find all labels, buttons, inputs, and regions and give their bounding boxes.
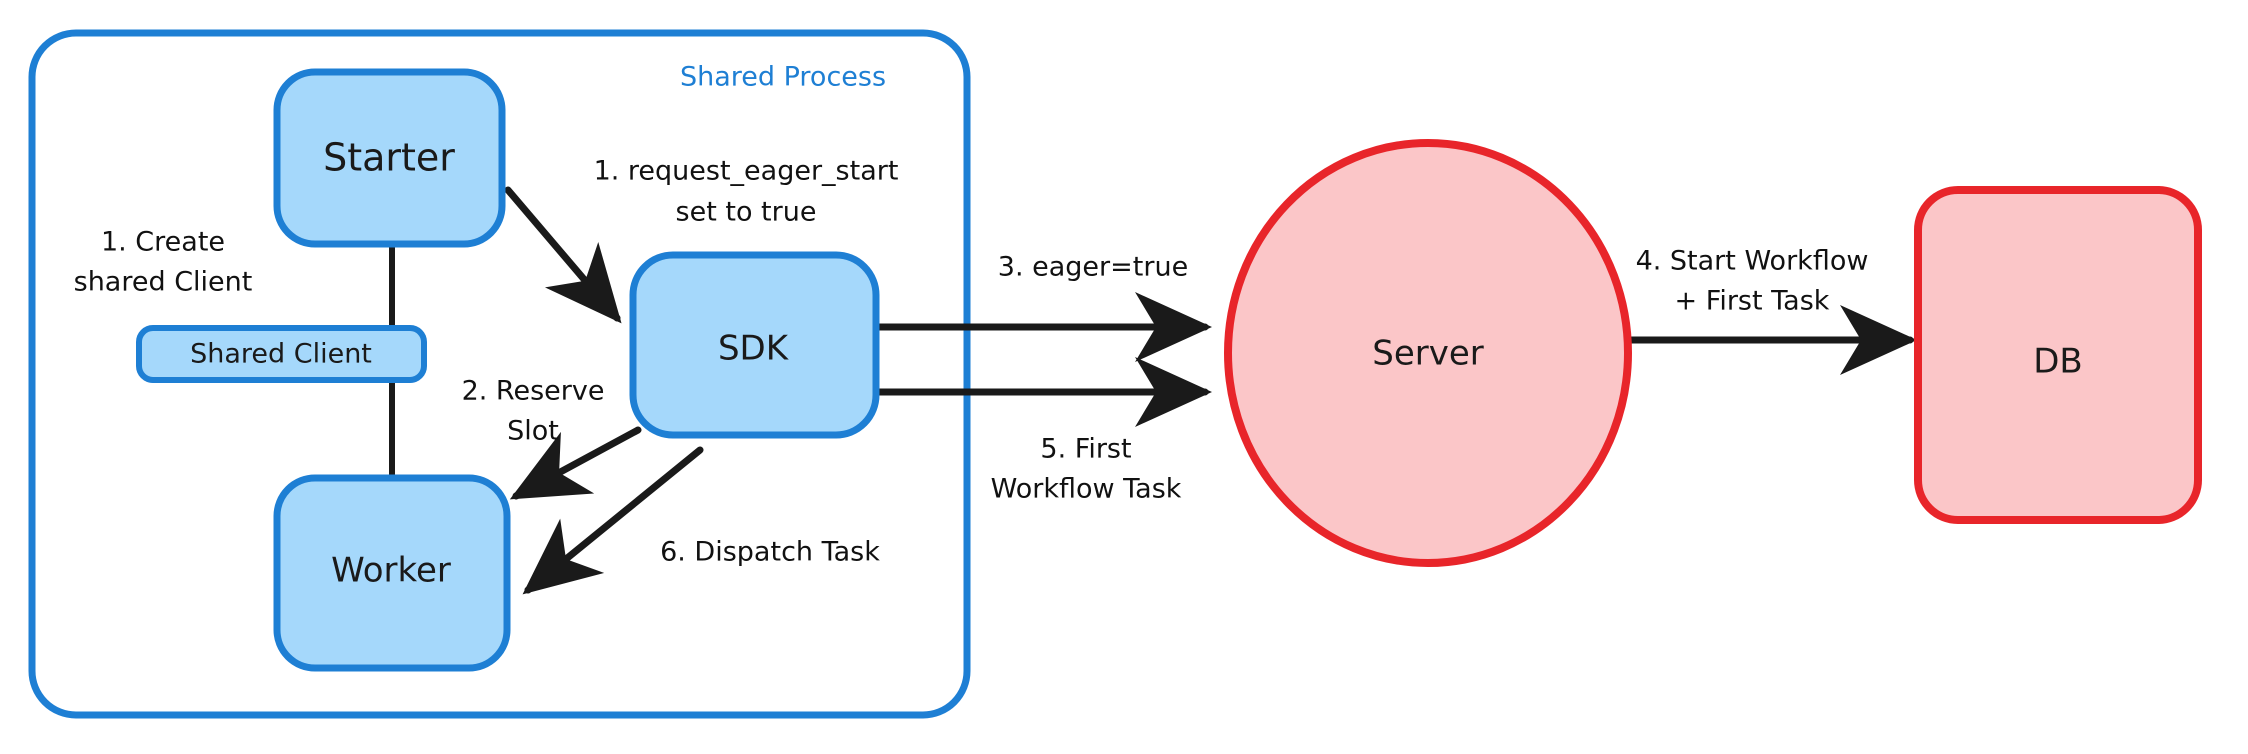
node-worker-label: Worker xyxy=(331,551,451,591)
shared-process-container: Shared Process xyxy=(28,29,971,719)
node-starter-shape[interactable] xyxy=(273,68,506,248)
edge-label-start-workflow-first-task: 4. Start Workflow + First Task xyxy=(1636,246,1869,317)
edge-label-line-1: 1. request_eager_start xyxy=(594,156,899,187)
edge-line xyxy=(504,186,622,324)
edge-label-line-2: Workflow Task xyxy=(991,474,1182,505)
node-db[interactable]: DB xyxy=(1914,186,2202,524)
edge-label-dispatch-task: 6. Dispatch Task xyxy=(660,537,880,568)
edge-label-create-shared-client: 1. Create shared Client xyxy=(74,227,253,298)
node-sdk-label: SDK xyxy=(718,329,790,369)
edge-label-line-2: shared Client xyxy=(74,267,253,298)
edge-label-line-1: 3. eager=true xyxy=(998,252,1188,283)
shared-process-boundary xyxy=(28,29,971,719)
edge-label-line-1: 2. Reserve xyxy=(462,376,605,407)
edge-sdk-worker-dispatch xyxy=(522,446,704,595)
node-sdk-shape[interactable] xyxy=(629,251,880,439)
node-server-label: Server xyxy=(1372,334,1484,374)
edge-label-first-workflow-task: 5. First Workflow Task xyxy=(991,434,1182,505)
node-worker-shape[interactable] xyxy=(273,474,511,672)
node-server-shape[interactable] xyxy=(1224,139,1632,567)
edge-line xyxy=(522,446,704,595)
node-server[interactable]: Server xyxy=(1224,139,1632,567)
shared-process-label: Shared Process xyxy=(680,62,886,93)
edge-label-line-2: set to true xyxy=(676,197,817,228)
edge-label-line-1: 1. Create xyxy=(101,227,225,258)
edge-label-eager-true: 3. eager=true xyxy=(998,252,1188,283)
node-db-shape[interactable] xyxy=(1914,186,2202,524)
edge-label-request-eager-start: 1. request_eager_start set to true xyxy=(594,156,899,228)
edge-line xyxy=(509,426,642,500)
node-shared-client[interactable]: Shared Client xyxy=(136,325,427,383)
node-starter[interactable]: Starter xyxy=(273,68,506,248)
edge-sdk-worker-reserve xyxy=(509,426,642,500)
node-db-label: DB xyxy=(2033,342,2083,382)
edge-label-reserve-slot: 2. Reserve Slot xyxy=(462,376,605,447)
node-sdk[interactable]: SDK xyxy=(629,251,880,439)
edge-label-line-1: 4. Start Workflow xyxy=(1636,246,1869,277)
node-worker[interactable]: Worker xyxy=(273,474,511,672)
edge-starter-sdk xyxy=(504,186,622,324)
edge-label-line-1: 6. Dispatch Task xyxy=(660,537,880,568)
edge-label-line-1: 5. First xyxy=(1040,434,1131,465)
node-shared-client-label: Shared Client xyxy=(190,339,372,370)
edge-label-line-2: + First Task xyxy=(1675,286,1830,317)
node-starter-label: Starter xyxy=(323,136,455,180)
edge-label-line-2: Slot xyxy=(507,416,559,447)
node-shared-client-shape[interactable] xyxy=(136,325,427,383)
